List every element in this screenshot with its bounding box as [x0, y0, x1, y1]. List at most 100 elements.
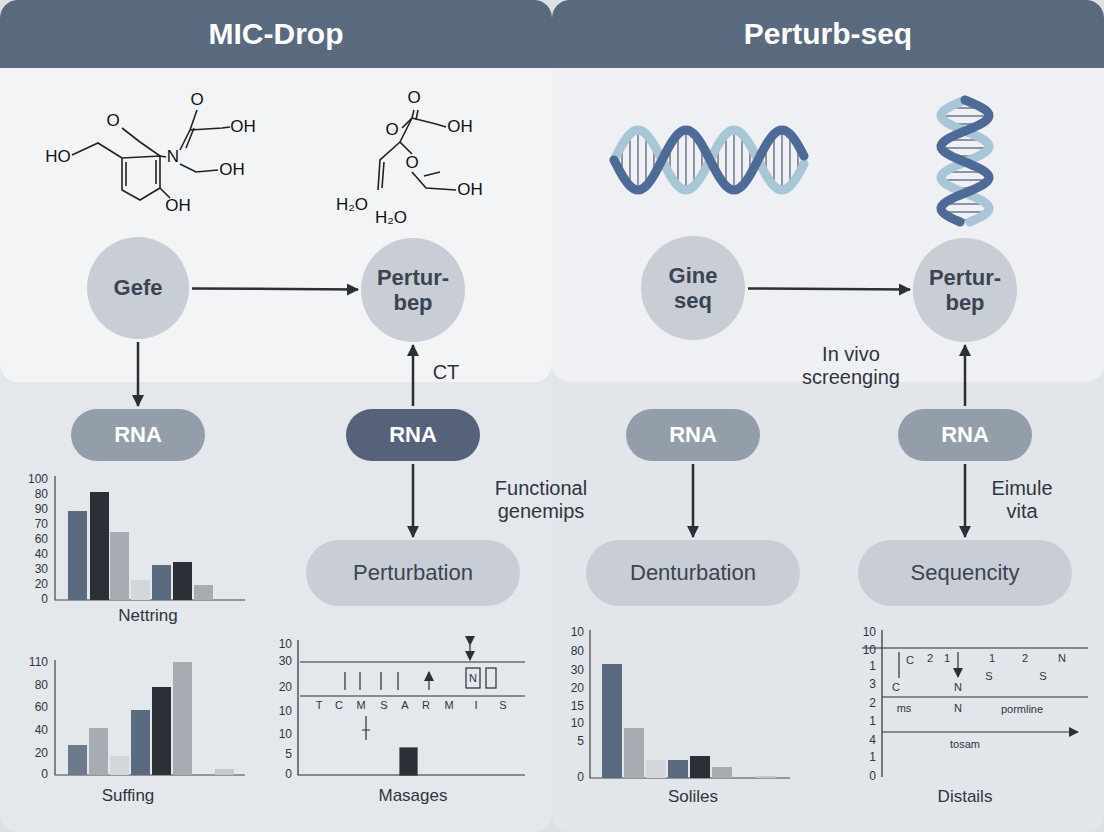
text-label: H₂O	[336, 195, 368, 215]
node-text: Gine seq	[660, 263, 726, 314]
chart-axis	[55, 660, 245, 775]
text-label: OH	[457, 180, 483, 200]
node-text: MIC-Drop	[209, 17, 344, 52]
text-label: O	[190, 90, 203, 110]
chain-bond	[180, 164, 218, 172]
marker-arrows	[469, 645, 470, 660]
chart-gridline	[300, 662, 525, 696]
left-panel-ground	[0, 0, 552, 832]
bar-chart	[55, 476, 245, 600]
node-text: RNA	[669, 422, 717, 447]
bar	[400, 748, 417, 775]
left-upper-region	[0, 40, 552, 382]
bar	[624, 728, 644, 778]
flow-arrow	[412, 464, 415, 537]
flow-arrow	[964, 464, 967, 537]
text-label: C	[892, 681, 900, 694]
node-text: RNA	[389, 422, 437, 447]
flow-arrow	[692, 464, 695, 537]
text-label: OH	[219, 160, 245, 180]
helix-strand	[941, 100, 989, 222]
text-label: S	[985, 670, 992, 683]
node-text: Pertur- bep	[925, 265, 1005, 316]
bar-chart	[590, 630, 790, 778]
text-label: O	[385, 120, 398, 140]
axis-tick: 10	[279, 638, 292, 652]
marker-arrows	[345, 672, 429, 690]
ring-bonds	[72, 143, 160, 200]
bar	[131, 710, 150, 775]
axis-tick: 30	[571, 664, 584, 678]
molecule-bonds	[72, 110, 456, 200]
axis-tick: 0	[577, 771, 584, 785]
bar	[173, 662, 192, 775]
chart-axis	[590, 630, 790, 778]
helix-rung	[941, 115, 989, 117]
axis-tick: 20	[35, 578, 48, 592]
text-label: N	[469, 672, 477, 685]
bar	[690, 756, 710, 778]
text-label: HO	[45, 147, 71, 167]
text-label: CT	[433, 361, 460, 384]
process-circle: Pertur- bep	[361, 238, 465, 342]
axis-tick: 0	[285, 768, 292, 782]
text-label: S	[499, 699, 506, 712]
axis-tick: 100	[28, 473, 48, 487]
helix-strand	[614, 130, 804, 190]
helix-rung	[685, 130, 687, 190]
left-header-bar	[0, 0, 552, 68]
text-label: O	[106, 111, 119, 131]
axis-tick: 60	[35, 701, 48, 715]
text-label: N	[167, 147, 179, 167]
chain-bond	[400, 118, 412, 154]
text-label: Distails	[938, 787, 993, 807]
node-text: Sequencity	[911, 560, 1020, 585]
axis-tick: 40	[35, 724, 48, 738]
axis-tick: 60	[35, 533, 48, 547]
axis-tick: 3	[869, 678, 876, 692]
text-label: 1	[989, 652, 995, 665]
bar	[215, 769, 234, 775]
chain-bond	[190, 127, 230, 130]
text-label: Nettring	[118, 606, 178, 626]
text-label: R	[422, 699, 430, 712]
axis-tick: 30	[35, 563, 48, 577]
axis-tick: 10	[279, 728, 292, 742]
text-label: M	[356, 699, 365, 712]
bar	[110, 532, 129, 600]
text-label: ms	[897, 702, 912, 715]
text-label: H₂O	[375, 208, 407, 228]
bar	[152, 687, 171, 775]
helix-rung	[733, 130, 735, 190]
text-label: N	[954, 681, 962, 694]
text-label: Eimule vita	[977, 477, 1067, 523]
text-label: 2	[1022, 652, 1028, 665]
bar	[756, 776, 776, 778]
timeline-chart	[862, 630, 1088, 777]
text-label: M	[444, 699, 453, 712]
carbonyl-bond	[122, 128, 166, 157]
helix-rung	[941, 147, 988, 149]
panel-header: MIC-DropGefePertur- bepRNARNAPerturbatio…	[0, 0, 552, 68]
process-pill: Perturbation	[306, 540, 520, 606]
bar	[89, 728, 108, 775]
bar	[602, 664, 622, 778]
flow-arrow	[748, 288, 910, 289]
node-text: Gefe	[114, 275, 163, 300]
axis-tick: 10	[863, 626, 876, 640]
axis-tick: 10	[571, 626, 584, 640]
text-label: O	[407, 88, 420, 108]
axis-tick: 40	[35, 548, 48, 562]
marker-arrows	[899, 652, 958, 678]
panel-header: Perturb-seqGine seqPertur- bepRNARNADent…	[552, 0, 1104, 68]
axis-tick: 10	[863, 644, 876, 658]
text-label: O	[405, 153, 418, 173]
text-label: N	[1058, 652, 1066, 665]
marker-chart	[298, 640, 525, 775]
axis-tick: 70	[35, 518, 48, 532]
text-label: In vivo screenging	[786, 343, 916, 389]
chart-gridline	[862, 648, 1088, 697]
text-label: A	[401, 699, 408, 712]
axis-tick: 10	[279, 705, 292, 719]
